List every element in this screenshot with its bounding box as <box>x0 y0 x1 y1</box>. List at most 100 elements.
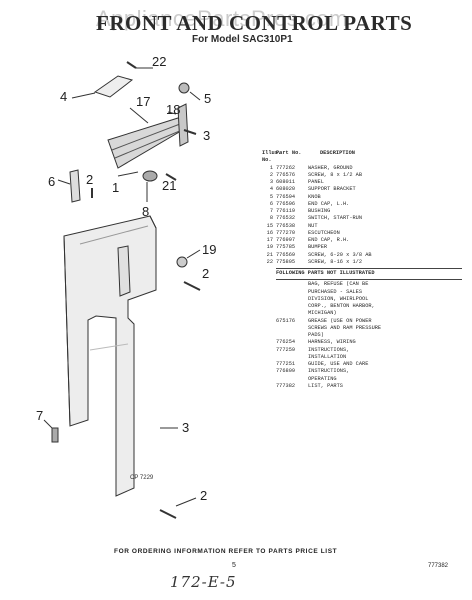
description-cell: PANEL <box>308 179 324 185</box>
callout-2c: 2 <box>200 488 207 503</box>
illus-header: Illus. No. <box>262 150 282 164</box>
table-row: OPERATING <box>262 376 462 383</box>
part-cell <box>262 376 308 383</box>
handwritten-note: 172-E-5 <box>170 573 237 591</box>
callout-19: 19 <box>202 242 216 257</box>
illus-cell: 19 <box>266 244 273 251</box>
divider <box>276 279 462 281</box>
illus-cell: 6 <box>269 200 273 207</box>
table-row: BAG, REFUSE (CAN BE <box>262 281 462 288</box>
escutcheon-part <box>107 117 187 169</box>
table-row: INSTALLATION <box>262 354 462 361</box>
table-row: 777382 LIST, PARTS <box>262 383 462 390</box>
illus-cell: 4 <box>269 186 273 193</box>
callout-22: 22 <box>152 54 166 69</box>
description-cell: SCREW, 8-16 x 1/2 <box>308 258 363 265</box>
part-cell: 777251 <box>276 361 296 367</box>
description-cell: BUSHING <box>308 208 331 214</box>
illus-cell: 16 <box>266 229 273 236</box>
description-cell: HARNESS, WIRING <box>308 339 356 346</box>
knob-part <box>178 82 190 94</box>
cp-label: CP 7229 <box>130 475 154 481</box>
watermark: AppliancePartsPros.com <box>96 6 348 31</box>
table-row: PURCHASED - SALES <box>262 289 462 296</box>
divider <box>276 268 462 269</box>
callout-21: 21 <box>162 178 176 193</box>
table-row: DIVISION, WHIRLPOOL <box>262 296 462 303</box>
description-cell: BAG, REFUSE (CAN BE <box>308 281 369 288</box>
description-cell: BUMPER <box>308 244 328 251</box>
end-cap-lh-part <box>69 169 81 203</box>
illus-cell: 7 <box>269 208 273 214</box>
description-cell: END CAP, R.H. <box>308 237 350 243</box>
description-header: DESCRIPTION <box>320 150 355 156</box>
part-cell: 776538 <box>276 222 296 229</box>
switch-part <box>142 170 158 182</box>
illus-cell: 22 <box>266 258 273 265</box>
description-cell: INSTRUCTIONS, <box>308 346 350 353</box>
description-cell: OPERATING <box>308 375 337 382</box>
part-cell: 776569 <box>276 251 296 258</box>
table-row: SCREWS AND RAM PRESSURE <box>262 325 462 332</box>
callout-4: 4 <box>60 89 67 104</box>
part-cell: 776997 <box>276 237 296 243</box>
callout-18: 18 <box>166 102 180 117</box>
illus-cell: 5 <box>269 193 273 200</box>
part-cell <box>262 325 308 332</box>
description-cell: PADS) <box>308 332 324 338</box>
description-cell: CORP., BENTON HARBOR, <box>308 303 375 309</box>
page-title: FRONT AND CONTROL PARTS <box>96 11 413 35</box>
part-cell: 776809 <box>276 368 296 375</box>
description-cell: WASHER, GROUND <box>308 164 353 171</box>
table-row: MICHIGAN) <box>262 310 462 317</box>
description-cell: SCREWS AND RAM PRESSURE <box>308 324 382 331</box>
parts-list-header: Illus. No. Part No. DESCRIPTION <box>262 150 462 165</box>
table-row: CORP., BENTON HARBOR, <box>262 303 462 310</box>
table-row: PADS) <box>262 332 462 339</box>
description-cell: SCREW, 6-20 x 3/8 AB <box>308 251 372 258</box>
part-cell: 775805 <box>276 258 296 265</box>
description-cell: LIST, PARTS <box>308 382 343 389</box>
illus-cell: 3 <box>269 179 273 185</box>
part-header: Part No. <box>276 150 302 156</box>
bushing-part <box>51 427 59 443</box>
screw-22-part <box>126 61 137 69</box>
description-cell: SUPPORT BRACKET <box>308 186 356 193</box>
part-cell <box>262 354 308 361</box>
part-cell: 776119 <box>276 208 296 214</box>
illus-cell: 8 <box>269 215 273 222</box>
callout-2: 2 <box>86 172 93 187</box>
part-cell: 776594 <box>276 193 296 200</box>
not-illustrated-header: FOLLOWING PARTS NOT ILLUSTRATED <box>276 270 375 276</box>
end-cap-rh-part <box>177 103 189 147</box>
part-cell: 777382 <box>276 382 296 389</box>
description-cell: MICHIGAN) <box>308 310 337 317</box>
callout-7: 7 <box>36 408 43 423</box>
description-cell: KNOB <box>308 193 321 200</box>
part-cell: 777270 <box>276 229 296 236</box>
part-cell <box>262 281 308 288</box>
page-subtitle: For Model SAC310P1 <box>192 34 293 45</box>
document-number: 777382 <box>428 563 449 569</box>
callout-1: 1 <box>112 180 119 195</box>
description-cell: INSTALLATION <box>308 353 347 360</box>
callout-8: 8 <box>142 204 149 219</box>
part-cell: 777262 <box>276 164 296 171</box>
part-cell <box>262 289 308 296</box>
support-bracket-part <box>93 75 134 98</box>
